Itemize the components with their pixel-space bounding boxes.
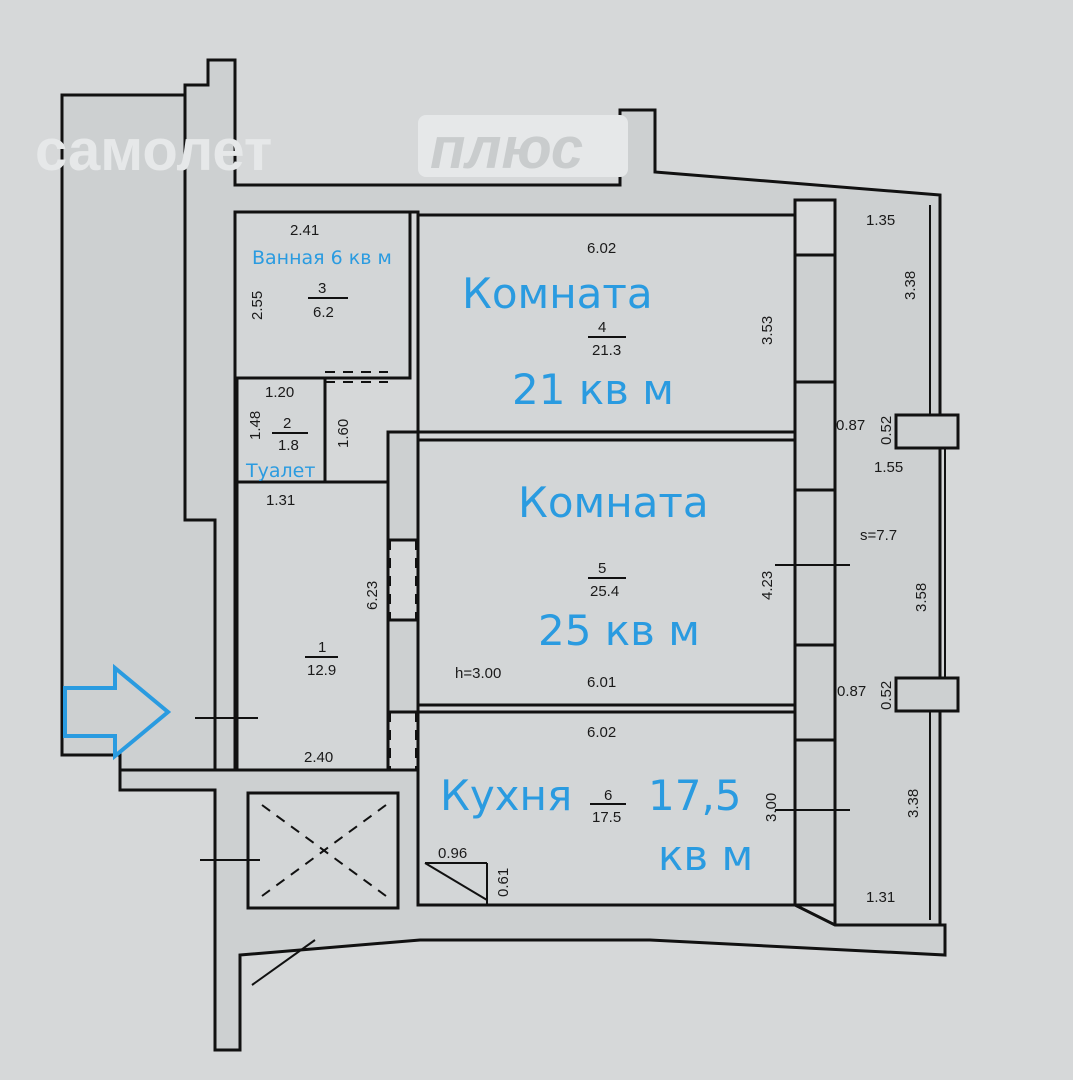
hall-length: 6.23 bbox=[364, 581, 381, 610]
room-toilet bbox=[235, 376, 327, 484]
svg-text:плюс: плюс bbox=[430, 116, 583, 181]
room5-label: Комната bbox=[518, 478, 709, 527]
toilet-width-bottom: 1.31 bbox=[266, 492, 295, 509]
kitchen-niche-depth: 0.61 bbox=[495, 868, 512, 897]
kitchen-niche-width: 0.96 bbox=[438, 845, 467, 862]
balcony-bottom-width: 1.31 bbox=[866, 889, 895, 906]
toilet-height-right: 1.60 bbox=[335, 419, 352, 448]
toilet-width-top: 1.20 bbox=[265, 384, 294, 401]
hall-width: 2.40 bbox=[304, 749, 333, 766]
room5-width: 6.01 bbox=[587, 674, 616, 691]
room5-area: 25.4 bbox=[590, 583, 619, 600]
rooms bbox=[195, 210, 850, 986]
balcony-mid-width: 1.55 bbox=[874, 459, 903, 476]
hall-area: 12.9 bbox=[307, 662, 336, 679]
room-hall bbox=[235, 480, 390, 772]
toilet-label: Туалет bbox=[245, 460, 315, 482]
balcony-area: s=7.7 bbox=[860, 527, 897, 544]
watermark-logo: самолет плюс bbox=[35, 115, 628, 183]
room5-ceiling: h=3.00 bbox=[455, 665, 501, 682]
room4-width: 6.02 bbox=[587, 240, 616, 257]
toilet-height-left: 1.48 bbox=[247, 411, 264, 440]
room-4 bbox=[416, 213, 797, 434]
room4-label: Комната bbox=[462, 269, 653, 318]
room4-number: 4 bbox=[598, 319, 606, 336]
entry-arrow-icon bbox=[63, 663, 172, 761]
balcony-seg3: 3.38 bbox=[905, 789, 922, 818]
balcony-seg2: 3.58 bbox=[913, 583, 930, 612]
toilet-number: 2 bbox=[283, 415, 291, 432]
room5-label-area: 25 кв м bbox=[538, 606, 700, 655]
room4-label-area: 21 кв м bbox=[512, 365, 674, 414]
bath-height: 2.55 bbox=[249, 291, 266, 320]
room5-number: 5 bbox=[598, 560, 606, 577]
bath-number: 3 bbox=[318, 280, 326, 297]
kitchen-area: 17.5 bbox=[592, 809, 621, 826]
toilet-area: 1.8 bbox=[278, 437, 299, 454]
balcony-pier1-width: 0.87 bbox=[836, 417, 865, 434]
balcony-seg1: 3.38 bbox=[902, 271, 919, 300]
kitchen-width: 6.02 bbox=[587, 724, 616, 741]
bath-area: 6.2 bbox=[313, 304, 334, 321]
svg-text:самолет: самолет bbox=[35, 118, 272, 183]
kitchen-label-area-b: кв м bbox=[658, 831, 753, 880]
room-kitchen bbox=[416, 710, 797, 907]
hall-number: 1 bbox=[318, 639, 326, 656]
balcony-top-width: 1.35 bbox=[866, 212, 895, 229]
balcony-pier2-width: 0.87 bbox=[837, 683, 866, 700]
bath-label: Ванная 6 кв м bbox=[252, 247, 392, 269]
kitchen-depth: 3.00 bbox=[763, 793, 780, 822]
room-5 bbox=[416, 438, 797, 707]
balcony-pier2-depth: 0.52 bbox=[878, 681, 895, 710]
room-bath bbox=[233, 210, 412, 380]
room4-area: 21.3 bbox=[592, 342, 621, 359]
kitchen-label: Кухня bbox=[440, 771, 572, 820]
bath-width: 2.41 bbox=[290, 222, 319, 239]
balcony-pier1-depth: 0.52 bbox=[878, 416, 895, 445]
kitchen-number: 6 bbox=[604, 787, 612, 804]
kitchen-label-area-a: 17,5 bbox=[648, 771, 742, 820]
room5-depth: 4.23 bbox=[759, 571, 776, 600]
room4-depth: 3.53 bbox=[759, 316, 776, 345]
